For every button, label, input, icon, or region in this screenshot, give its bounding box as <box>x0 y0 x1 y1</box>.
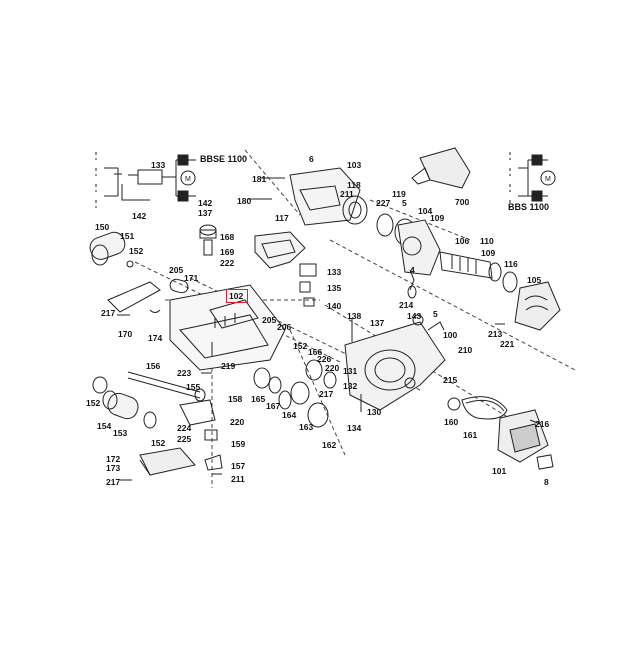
part-label-168: 168 <box>220 232 235 242</box>
part-label-220: 220 <box>325 363 340 373</box>
part-label-169: 169 <box>220 247 235 257</box>
part-label-165: 165 <box>251 394 266 404</box>
part-label-152: 152 <box>86 398 101 408</box>
part-label-100: 100 <box>443 330 458 340</box>
part-label-156: 156 <box>146 361 161 371</box>
part-label-130: 130 <box>367 407 382 417</box>
part-label-181: 181 <box>252 174 267 184</box>
part-label-173: 173 <box>106 463 121 473</box>
part-label-166: 166 <box>308 347 323 357</box>
part-label-226: 226 <box>317 354 332 364</box>
part-label-109: 109 <box>481 248 496 258</box>
part-label-227: 227 <box>376 198 391 208</box>
part-label-154: 154 <box>97 421 112 431</box>
part-label-117: 117 <box>275 213 289 223</box>
part-label-133: 133 <box>327 267 342 277</box>
part-label-143: 143 <box>407 311 422 321</box>
part-label-206: 206 <box>277 322 292 332</box>
circuit-schematic-right: M <box>509 152 556 208</box>
part-label-5: 5 <box>433 309 438 319</box>
part-label-217: 217 <box>101 308 116 318</box>
part-label-116: 116 <box>504 259 518 269</box>
part-label-152: 152 <box>129 246 144 256</box>
part-label-205: 205 <box>262 315 277 325</box>
part-label-223: 223 <box>177 368 192 378</box>
part-label-151: 151 <box>120 231 135 241</box>
part-label-104: 104 <box>418 206 433 216</box>
part-label-224: 224 <box>177 423 192 433</box>
part-label-160: 160 <box>444 417 459 427</box>
part-label-118: 118 <box>347 180 361 190</box>
part-label-217: 217 <box>106 477 121 487</box>
part-label-137: 137 <box>198 208 213 218</box>
part-label-132: 132 <box>343 381 358 391</box>
part-label-6: 6 <box>309 154 314 164</box>
part-label-131: 131 <box>343 366 358 376</box>
part-label-700: 700 <box>455 197 470 207</box>
part-label-157: 157 <box>231 461 246 471</box>
part-label-106: 106 <box>455 236 470 246</box>
part-label-222: 222 <box>220 258 235 268</box>
part-label-105: 105 <box>527 275 542 285</box>
part-label-4: 4 <box>410 265 415 275</box>
part-label-217: 217 <box>319 389 334 399</box>
part-label-135: 135 <box>327 283 342 293</box>
part-label-213: 213 <box>488 329 503 339</box>
part-label-162: 162 <box>322 440 337 450</box>
highlighted-part-callout[interactable] <box>226 289 248 303</box>
part-label-220: 220 <box>230 417 245 427</box>
part-label-164: 164 <box>282 410 297 420</box>
part-label-159: 159 <box>231 439 246 449</box>
part-label-174: 174 <box>148 333 163 343</box>
part-label-214: 214 <box>399 300 414 310</box>
part-label-210: 210 <box>458 345 473 355</box>
part-label-142: 142 <box>132 211 147 221</box>
part-label-221: 221 <box>500 339 515 349</box>
part-label-170: 170 <box>118 329 133 339</box>
highlighted-part-number: 102 <box>229 291 244 301</box>
part-label-8: 8 <box>544 477 549 487</box>
part-label-163: 163 <box>299 422 314 432</box>
part-label-152: 152 <box>151 438 166 448</box>
part-label-119: 119 <box>392 189 406 199</box>
part-label-103: 103 <box>347 160 362 170</box>
part-label-205: 205 <box>169 265 184 275</box>
part-label-211: 211 <box>340 189 354 199</box>
part-label-150: 150 <box>95 222 110 232</box>
part-label-215: 215 <box>443 375 458 385</box>
model-label-right: BBS 1100 <box>508 202 550 212</box>
part-label-137: 137 <box>370 318 385 328</box>
svg-text:M: M <box>185 176 191 183</box>
part-label-133: 133 <box>151 160 166 170</box>
part-label-134: 134 <box>347 423 362 433</box>
part-label-172: 172 <box>106 454 121 464</box>
part-label-109: 109 <box>430 213 445 223</box>
part-label-158: 158 <box>228 394 243 404</box>
part-label-138: 138 <box>347 311 362 321</box>
part-label-180: 180 <box>237 196 252 206</box>
model-label-left: BBSE 1100 <box>200 154 248 164</box>
part-label-153: 153 <box>113 428 128 438</box>
svg-text:M: M <box>545 176 551 183</box>
circuit-schematic-left: M <box>95 152 196 208</box>
part-label-211: 211 <box>231 474 245 484</box>
part-label-140: 140 <box>327 301 342 311</box>
part-label-219: 219 <box>221 361 236 371</box>
part-label-101: 101 <box>492 466 507 476</box>
part-label-152: 152 <box>293 341 308 351</box>
part-label-5: 5 <box>402 198 407 208</box>
part-label-161: 161 <box>463 430 478 440</box>
part-label-216: 216 <box>535 419 550 429</box>
part-label-225: 225 <box>177 434 192 444</box>
part-label-142: 142 <box>198 198 213 208</box>
part-label-155: 155 <box>186 382 201 392</box>
part-label-167: 167 <box>266 401 281 411</box>
part-label-171: 171 <box>184 273 199 283</box>
part-label-110: 110 <box>480 236 494 246</box>
